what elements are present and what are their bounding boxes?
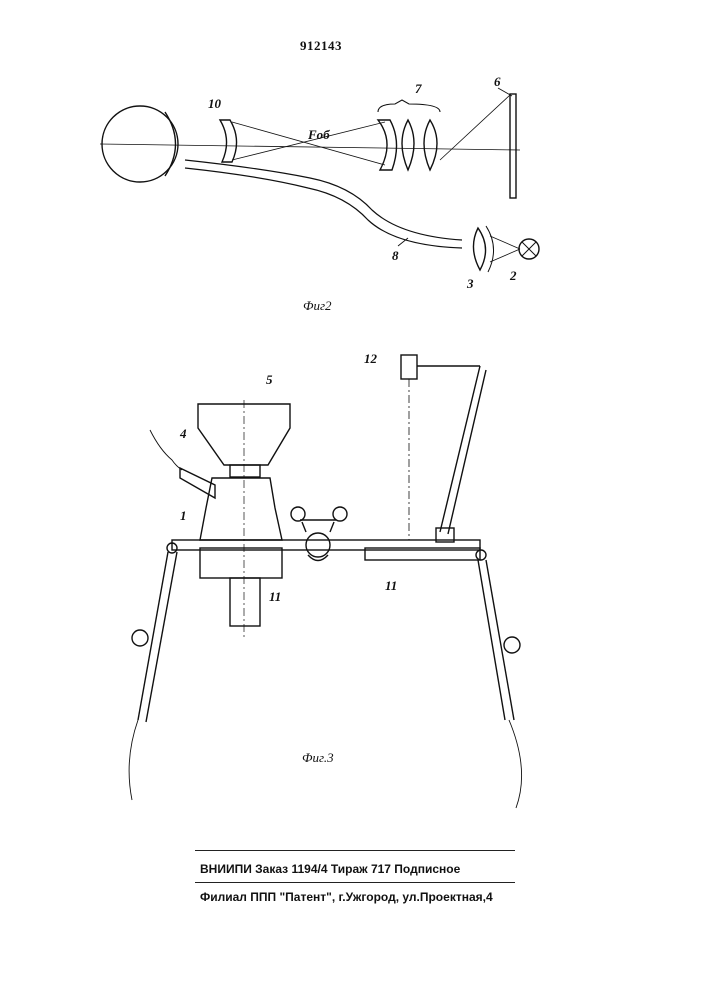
lens-7b (402, 120, 414, 170)
lens-10 (220, 120, 237, 162)
label-1: 1 (180, 508, 187, 523)
knob-brackets (300, 520, 336, 532)
probe-wire (150, 430, 182, 470)
right-leg-a (478, 560, 505, 720)
body-base (200, 548, 282, 578)
footer-rule-top (195, 850, 515, 851)
left-leg-knob (132, 630, 148, 646)
fiber-bundle-lower (185, 168, 462, 248)
label-11-right: 11 (385, 578, 397, 593)
label-5: 5 (266, 372, 273, 387)
lens-7c (424, 120, 437, 170)
label-11-left: 11 (269, 589, 281, 604)
label-4: 4 (179, 426, 187, 441)
ray-line (440, 95, 510, 160)
right-cable (509, 720, 522, 808)
knob-left (291, 507, 305, 521)
probe-4 (180, 468, 215, 498)
ray-line (490, 236, 520, 249)
right-hinge (476, 550, 486, 560)
right-leg-b (486, 560, 514, 720)
lens-7a (378, 120, 397, 170)
diagonal-strut-a (440, 366, 480, 532)
label-6: 6 (494, 74, 501, 89)
ray-line (490, 249, 520, 262)
bracket-7 (378, 100, 440, 112)
eye-lens (165, 112, 176, 176)
label-3: 3 (466, 276, 474, 291)
lens-3-back (486, 226, 494, 272)
figure-2-optical-scheme: 10 7 6 Fоб 8 3 2 (100, 74, 539, 291)
label-10: 10 (208, 96, 222, 111)
label-7: 7 (415, 81, 422, 96)
right-leg-knob (504, 637, 520, 653)
fiber-bundle-upper (185, 160, 462, 240)
optical-axis (100, 144, 520, 150)
knob-base (308, 555, 328, 561)
footer-line-2: Филиал ППП "Патент", г.Ужгород, ул.Проек… (0, 890, 707, 904)
figure-3-apparatus: 12 5 4 1 11 11 (129, 351, 522, 808)
knob-right (333, 507, 347, 521)
left-leg-b (146, 552, 177, 722)
label-8: 8 (392, 248, 399, 263)
block-12 (401, 355, 417, 379)
body-1 (200, 478, 282, 540)
neck (230, 465, 260, 477)
screen-6 (510, 94, 516, 198)
shaft (230, 578, 260, 626)
left-leg-a (138, 552, 168, 720)
label-12: 12 (364, 351, 378, 366)
footer-rule-middle (195, 882, 515, 883)
figure-3-caption: Фиг.3 (302, 750, 334, 766)
left-cable (129, 720, 138, 800)
diagonal-strut-b (448, 370, 486, 534)
label-2: 2 (509, 268, 517, 283)
lens-3 (473, 228, 485, 270)
footer-line-1: ВНИИПИ Заказ 1194/4 Тираж 717 Подписное (0, 862, 707, 876)
leader-6 (498, 88, 512, 96)
central-knob (306, 533, 330, 557)
label-f-ob: Fоб (307, 127, 330, 142)
figure-2-caption: Фиг2 (303, 298, 332, 314)
